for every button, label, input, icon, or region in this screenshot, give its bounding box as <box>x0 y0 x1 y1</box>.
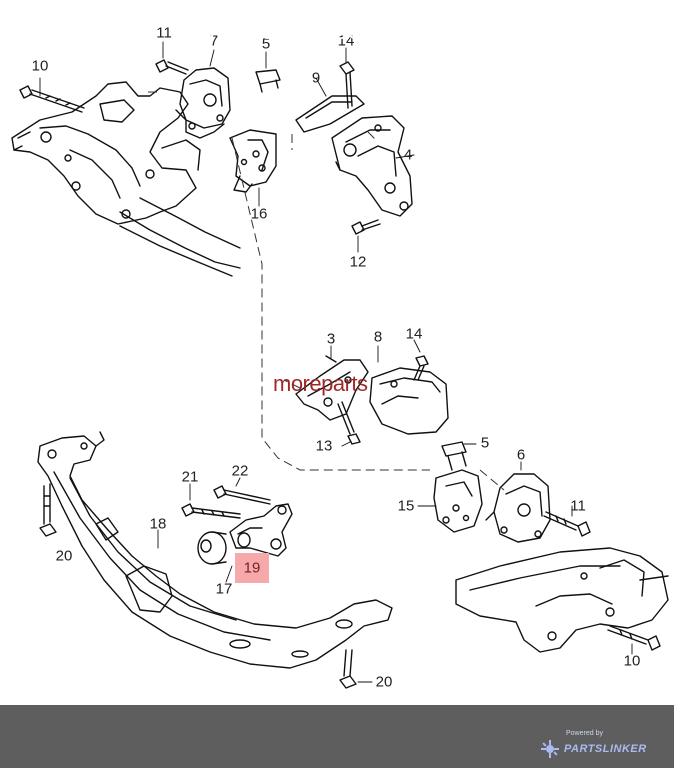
engine-mount-8 <box>369 367 449 435</box>
callout-label: 5 <box>261 35 271 53</box>
callout-label: 20 <box>55 547 73 565</box>
callout-label: 20 <box>375 673 393 691</box>
callout-label: 13 <box>315 437 333 455</box>
bracket-16 <box>229 129 277 193</box>
callout-label: 6 <box>516 446 526 464</box>
callout-label: 14 <box>405 325 423 343</box>
callout-label: 17 <box>215 580 233 598</box>
callout-label: 11 <box>570 497 586 515</box>
cap-5-upper <box>255 69 281 93</box>
callout-label: 9 <box>311 69 321 87</box>
bolt-11-upper <box>155 59 189 75</box>
callout-label: 11 <box>156 24 172 42</box>
crossmember-18 <box>37 431 393 669</box>
callout-label: 22 <box>231 462 249 480</box>
partslinker-logo-icon <box>541 740 559 758</box>
bolt-10-lower <box>607 625 661 651</box>
highlighted-part-box[interactable] <box>235 553 269 583</box>
bushing-17 <box>197 531 227 565</box>
callout-label: 10 <box>623 652 641 670</box>
callout-label: 4 <box>403 146 413 164</box>
callout-label: 15 <box>397 497 415 515</box>
callout-label: 16 <box>250 205 268 223</box>
bolt-21 <box>181 503 241 519</box>
bolt-14-upper <box>339 61 355 109</box>
callout-label: 12 <box>349 253 367 271</box>
bolt-10-upper <box>19 85 85 113</box>
upper-subframe <box>11 81 241 277</box>
bracket-3 <box>295 355 369 421</box>
torque-arm-19 <box>229 503 293 557</box>
engine-mount-7 <box>175 67 231 139</box>
callout-label: 8 <box>373 328 383 346</box>
heat-shield-9 <box>295 95 365 133</box>
callout-label: 14 <box>337 32 355 50</box>
callout-label: 18 <box>149 515 167 533</box>
watermark-logo: moreparts <box>273 371 368 396</box>
bolt-11-lower <box>543 511 591 537</box>
assembly-dash-lines <box>148 91 505 491</box>
partslinker-badge[interactable]: PARTSLINKER <box>540 738 647 760</box>
cap-5-middle <box>441 441 467 471</box>
bolt-20-left <box>39 483 57 537</box>
diagram-position-text: N - 19 <box>432 19 492 44</box>
bolt-12 <box>351 219 381 235</box>
right-subframe <box>455 547 669 653</box>
bolt-22 <box>213 485 271 505</box>
callout-label: 3 <box>326 330 336 348</box>
callout-label: 7 <box>209 32 219 50</box>
footer-bar <box>0 705 674 768</box>
powered-by-text: Powered by <box>566 730 603 737</box>
engine-mount-6 <box>485 473 551 543</box>
bolt-20-bottom <box>339 649 357 689</box>
partslinker-name: PARTSLINKER <box>564 743 647 755</box>
engine-bracket-4 <box>331 115 413 217</box>
callout-label: 10 <box>31 57 49 75</box>
highlighted-part-label: 19 <box>243 559 261 577</box>
bracket-15 <box>433 469 483 533</box>
bolt-13 <box>337 401 361 445</box>
callout-label: 21 <box>181 468 199 486</box>
bolt-14-middle <box>413 355 429 381</box>
part-number-text: VAG - 8K0199343C <box>170 19 363 44</box>
exploded-parts-diagram <box>11 41 669 689</box>
callout-label: 5 <box>480 434 490 452</box>
